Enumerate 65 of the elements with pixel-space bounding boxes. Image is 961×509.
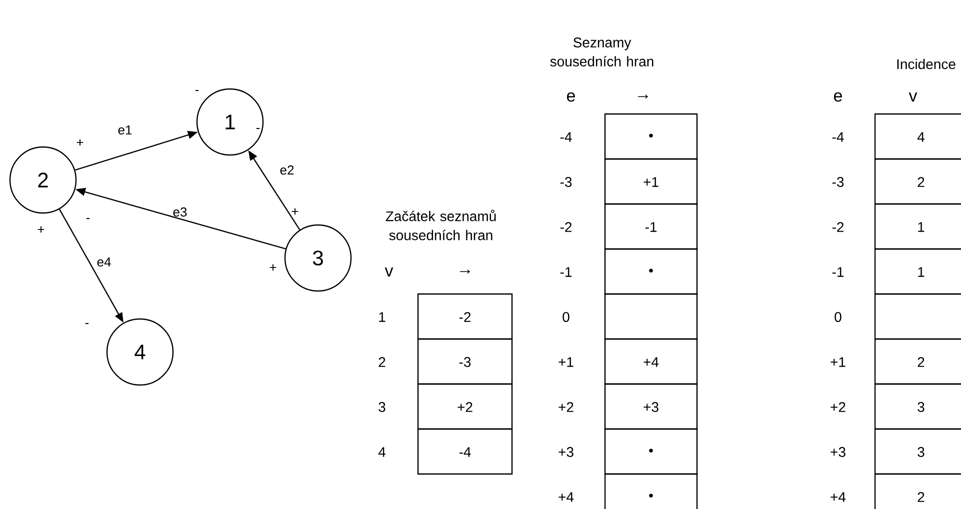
row-label: 0: [562, 312, 570, 322]
edge-label: e1: [118, 125, 132, 135]
sign-label: +: [38, 226, 44, 233]
row-label: 3: [378, 402, 386, 412]
row-label: +3: [830, 447, 846, 457]
table-title: Seznamy sousedních hran: [550, 38, 654, 66]
table-cell: •: [604, 428, 698, 475]
table-cell: 2: [874, 158, 961, 205]
row-label: -3: [832, 177, 844, 187]
row-label: -1: [832, 267, 844, 277]
sign-label: +: [292, 208, 298, 215]
table-cell: 2: [874, 338, 961, 385]
row-label: -2: [832, 222, 844, 232]
table-cell: +3: [604, 383, 698, 430]
table-title: Incidence: [897, 58, 956, 70]
circle-node: 4: [106, 318, 174, 386]
edge-label: e3: [173, 207, 187, 217]
column-header: e: [567, 92, 575, 102]
table-title: Začátek seznamů sousedních hran: [386, 210, 496, 240]
sign-label: -: [86, 218, 90, 220]
sign-label: +: [76, 139, 84, 146]
row-label: -2: [560, 222, 572, 232]
row-label: -4: [560, 132, 572, 142]
table-cell: 1: [874, 248, 961, 295]
table-cell: 2: [874, 473, 961, 509]
circle-node: 2: [9, 146, 77, 214]
column-header: →: [638, 94, 648, 99]
row-label: +1: [558, 357, 574, 367]
sign-label: -: [195, 90, 199, 92]
table-cell: -4: [417, 428, 513, 475]
circle-node: 3: [284, 224, 352, 292]
row-label: -1: [560, 267, 572, 277]
table-cell: +1: [604, 158, 698, 205]
row-label: 4: [378, 447, 386, 457]
row-label: 0: [834, 312, 842, 322]
table-cell: •: [604, 113, 698, 160]
row-label: -4: [832, 132, 844, 142]
row-label: +4: [830, 492, 846, 502]
sign-label: -: [256, 128, 260, 130]
row-label: +3: [558, 447, 574, 457]
table-cell: •: [604, 248, 698, 295]
row-label: +2: [558, 402, 574, 412]
row-label: +4: [558, 492, 574, 502]
edge-label: e2: [280, 165, 294, 175]
row-label: +1: [830, 357, 846, 367]
table-cell: -2: [417, 293, 513, 340]
table-cell: 4: [874, 113, 961, 160]
table-cell: 3: [874, 383, 961, 430]
column-header: v: [908, 92, 918, 102]
table-cell: -1: [604, 203, 698, 250]
table-cell: +4: [604, 338, 698, 385]
table-cell: +2: [417, 383, 513, 430]
sign-label: -: [85, 323, 89, 324]
column-header: e: [834, 92, 842, 102]
column-header: →: [460, 270, 470, 274]
edge-label: e4: [97, 257, 111, 267]
row-label: +2: [830, 402, 846, 412]
column-header: v: [384, 268, 394, 276]
table-cell: •: [604, 473, 698, 509]
row-label: 1: [379, 312, 386, 322]
row-label: 2: [378, 357, 386, 367]
row-label: -3: [560, 177, 572, 187]
table-cell: 3: [874, 428, 961, 475]
table-cell: -3: [417, 338, 513, 385]
table-cell: 1: [874, 203, 961, 250]
